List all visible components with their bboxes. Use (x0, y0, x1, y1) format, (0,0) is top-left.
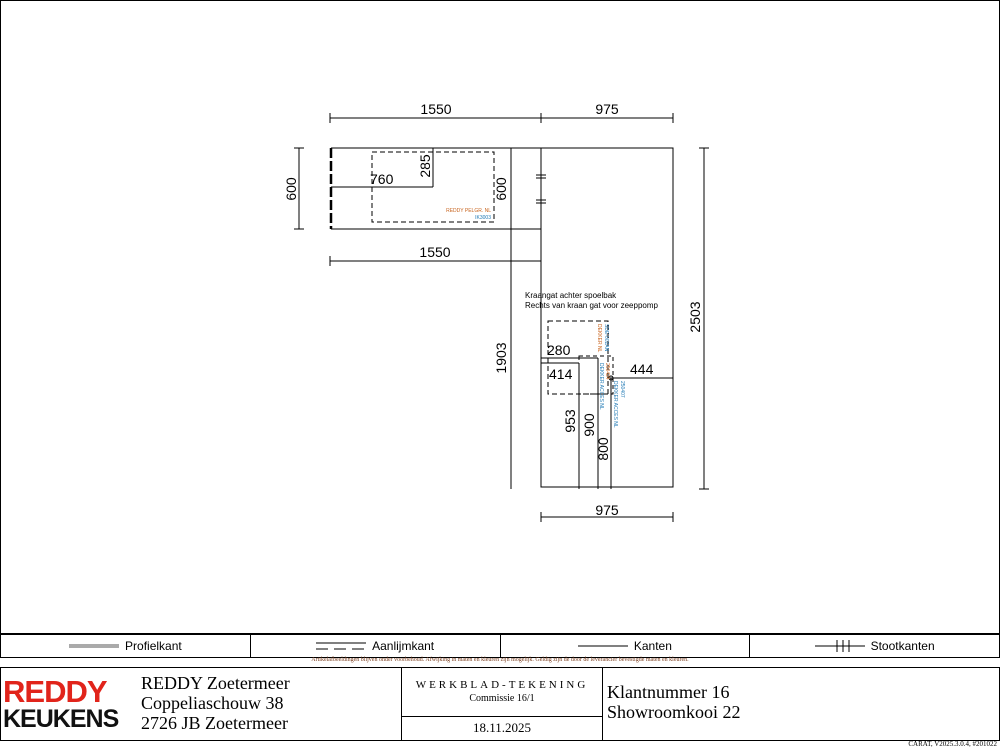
dim-middle-width: 1550 (419, 244, 450, 260)
customer-info: Klantnummer 16 Showroomkooi 22 (603, 668, 999, 740)
sink-bowl-2 (578, 355, 614, 395)
legend: Profielkant Aanlijmkant Kanten Stootkant… (0, 633, 1000, 658)
document-date: 18.11.2025 (472, 720, 532, 735)
dim-inner-depth: 600 (493, 177, 509, 201)
profile-edge-icon (69, 643, 120, 648)
company-city: 2726 JB Zoetermeer (141, 713, 288, 733)
note-1: Kraangat achter spoelbak (525, 291, 617, 300)
title-block: REDDY KEUKENS REDDY Zoetermeer Coppelias… (0, 667, 1000, 741)
legend-aanlijmkant: Aanlijmkant (251, 634, 501, 657)
edge-icon (577, 645, 628, 646)
dim-left-depth: 600 (283, 177, 299, 201)
version-info: CARAT, V2025.3.0.4, #201022 (908, 740, 997, 748)
document-type: WERKBLAD-TEKENING (415, 679, 589, 691)
dim-sink1-y: 285 (417, 154, 433, 178)
company-name: REDDY Zoetermeer (141, 673, 290, 693)
logo-bottom: KEUKENS (3, 705, 119, 733)
pump-code: 250407 (619, 381, 625, 398)
dim-height-right: 2503 (687, 301, 703, 332)
butt-joint-icon (814, 639, 865, 652)
dim-bottom-width: 975 (595, 502, 619, 518)
logo-top: REDDY (3, 674, 108, 709)
dim-444: 444 (630, 361, 654, 377)
legend-profielkant: Profielkant (1, 634, 251, 657)
legend-stootkanten: Stootkanten (750, 634, 999, 657)
tap-brand: DEKKER ACCES NL (598, 363, 604, 410)
commission: Commissie 16/1 (469, 693, 535, 704)
dim-414: 414 (549, 366, 573, 382)
glued-edge-icon (316, 642, 367, 649)
sink1-brand: REDDY PELGR. NL (446, 208, 491, 214)
sink2-code: SDE-002AN (603, 324, 609, 352)
dimension-lines (294, 113, 709, 522)
note-2: Rechts van kraan gat voor zeeppomp (525, 301, 659, 310)
document-info: WERKBLAD-TEKENING Commissie 16/1 18.11.20… (402, 668, 603, 740)
sink-cutout-2 (547, 320, 609, 395)
worktop-outline (329, 147, 674, 488)
customer-number: Klantnummer 16 (607, 682, 730, 702)
tap-code: 250424 (604, 363, 610, 380)
legend-kanten: Kanten (501, 634, 751, 657)
customer-name: Showroomkooi 22 (607, 702, 741, 722)
dim-800: 800 (595, 437, 611, 461)
reddy-logo: REDDY KEUKENS (1, 668, 141, 740)
legend-label: Stootkanten (870, 638, 935, 653)
legend-label: Kanten (633, 638, 672, 653)
dim-height-left: 1903 (493, 342, 509, 373)
sink2-brand: DEKKER NL (596, 324, 602, 353)
company-address: REDDY Zoetermeer Coppeliaschouw 38 2726 … (141, 668, 402, 740)
dim-top-left: 1550 (420, 101, 451, 117)
dim-sink1-x: 760 (370, 171, 394, 187)
pump-brand: DEKKER ACCES NL (612, 381, 618, 428)
worktop-drawing: 1550 975 600 600 1550 760 285 1903 2503 … (283, 101, 709, 522)
disclaimer: Artikelafbeeldingen blijven onder voorbe… (311, 657, 689, 663)
drawing-area: 1550 975 600 600 1550 760 285 1903 2503 … (0, 0, 1000, 635)
legend-label: Profielkant (125, 638, 182, 653)
dim-280: 280 (547, 342, 571, 358)
sink1-code: IK3003 (475, 215, 491, 221)
dim-top-right: 975 (595, 101, 619, 117)
dim-953: 953 (562, 409, 578, 433)
dim-900: 900 (581, 413, 597, 437)
company-street: Coppeliaschouw 38 (141, 693, 284, 713)
legend-label: Aanlijmkant (372, 638, 435, 653)
